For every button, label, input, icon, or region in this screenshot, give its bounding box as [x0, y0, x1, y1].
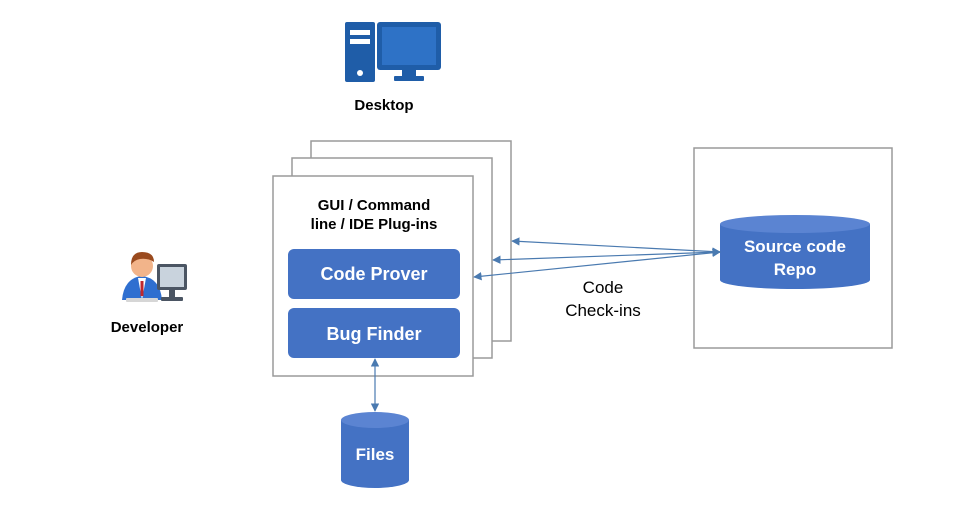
repo-label-line1: Source code — [744, 237, 846, 256]
repo-label-line2: Repo — [774, 260, 817, 279]
desktop-label: Desktop — [354, 97, 413, 114]
tool-interface-title-line1: GUI / Command — [318, 197, 431, 214]
code-prover-label: Code Prover — [320, 264, 427, 284]
code-checkins-label-line2: Check-ins — [565, 301, 641, 320]
source-code-repo-cylinder: Source code Repo — [720, 215, 870, 289]
developer-label: Developer — [111, 319, 184, 336]
code-checkins-label-line1: Code — [583, 278, 624, 297]
developer-at-computer-icon — [122, 252, 187, 302]
tool-interface-title-line2: line / IDE Plug-ins — [311, 216, 438, 233]
code-prover-box: Code Prover — [288, 249, 460, 299]
bug-finder-label: Bug Finder — [327, 324, 422, 344]
files-label: Files — [356, 445, 395, 464]
bug-finder-box: Bug Finder — [288, 308, 460, 358]
desktop-computer-icon — [345, 22, 441, 82]
arrow-repo-to-back-window — [511, 237, 721, 256]
files-cylinder: Files — [341, 412, 409, 488]
arrow-repo-to-front-window — [473, 248, 721, 281]
